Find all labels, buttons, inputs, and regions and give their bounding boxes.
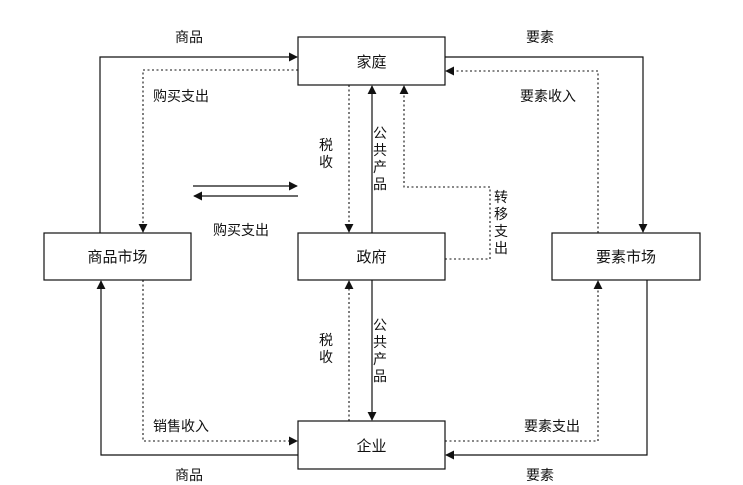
public-goods-upper-label: 公共产品 [373,126,387,193]
public-goods-lower-label: 公共产品 [373,318,387,385]
goods-market-label: 商品市场 [87,248,147,266]
government-label: 政府 [356,248,386,266]
factors-top-label: 要素 [526,30,554,46]
factor-spending-arrow [445,280,603,442]
factor-market-node: 要素市场 [551,232,701,281]
svg-text:公共产品: 公共产品 [373,126,387,193]
factor-income-label: 要素收入 [520,89,576,105]
household-spending-arrow [138,69,298,233]
goods-bottom-label: 商品 [175,468,203,484]
government-node: 政府 [297,232,446,281]
purchase-spending-left-label: 购买支出 [153,89,209,105]
transfer-payment-label: 转移支出 [494,190,508,257]
svg-text:税收: 税收 [319,138,333,171]
svg-text:税收: 税收 [319,333,333,366]
transfer-payment-arrow [399,85,491,260]
firm-node: 企业 [297,420,446,470]
svg-text:公共产品: 公共产品 [373,318,387,385]
sales-revenue-label: 销售收入 [153,419,209,435]
factors-bottom-label: 要素 [526,468,554,484]
household-label: 家庭 [356,53,386,71]
household-node: 家庭 [297,36,446,86]
tax-lower-label: 税收 [319,333,333,366]
tax-upper-label: 税收 [319,138,333,171]
purchase-spending-mid-label: 购买支出 [213,223,269,239]
factor-income-arrow [445,66,599,233]
svg-text:转移支出: 转移支出 [494,190,508,257]
firm-label: 企业 [356,437,386,455]
goods-to-market-arrow [96,280,298,456]
goods-market-node: 商品市场 [43,232,192,281]
sales-revenue-arrow [142,280,298,446]
factors-to-firm-arrow [445,280,648,460]
factor-market-label: 要素市场 [596,248,656,266]
factor-spending-label: 要素支出 [524,419,580,435]
goods-to-household-arrow [99,52,298,233]
goods-top-label: 商品 [175,30,203,46]
factors-to-market-arrow [445,56,648,233]
